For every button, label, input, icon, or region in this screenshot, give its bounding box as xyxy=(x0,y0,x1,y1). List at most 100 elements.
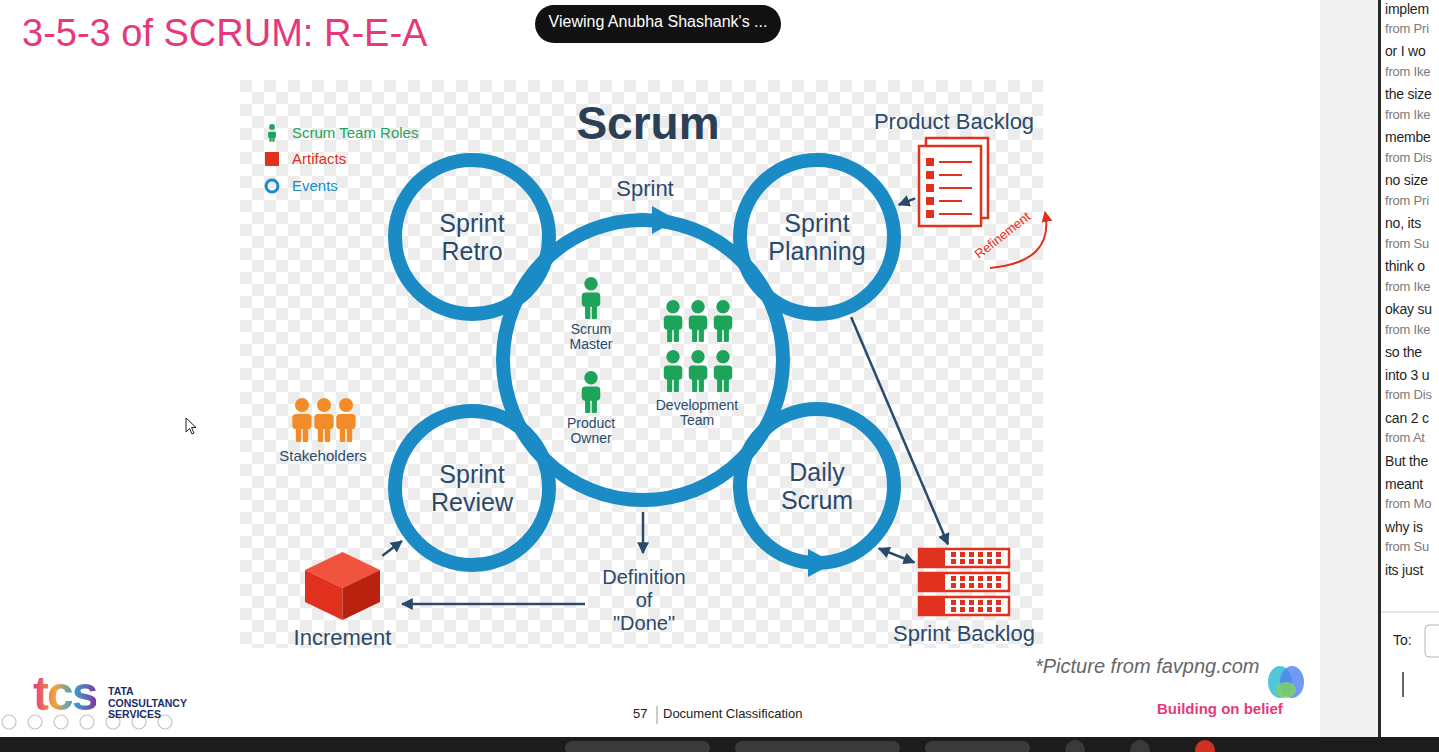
company-tagline: Building on belief xyxy=(1157,700,1283,717)
role-label: Scrum Master xyxy=(570,322,613,352)
chat-sender: from Dis xyxy=(1385,388,1432,403)
chat-message: But the xyxy=(1385,453,1428,469)
node-outline xyxy=(918,548,1010,616)
chat-sender: from Su xyxy=(1385,540,1429,555)
chat-message: think o xyxy=(1385,258,1425,274)
company-name: TATA CONSULTANCY SERVICES xyxy=(108,686,187,721)
chat-sender: from Mo xyxy=(1385,497,1431,512)
chat-message: membe xyxy=(1385,129,1431,145)
chat-sender: from Pri xyxy=(1385,22,1429,37)
mouse-pointer xyxy=(186,418,196,434)
toolbar-button xyxy=(565,741,710,752)
chat-message: so the xyxy=(1385,344,1422,360)
toolbar-button xyxy=(1130,740,1150,752)
transparent-checkerboard xyxy=(240,80,1043,648)
role-label: Development Team xyxy=(656,398,739,428)
company-logo: tcs xyxy=(33,666,96,721)
artifact-label: Product Backlog xyxy=(874,109,1034,134)
chat-sender: from Su xyxy=(1385,237,1429,252)
legend-text: Artifacts xyxy=(292,150,346,167)
meeting-toolbar xyxy=(0,737,1439,752)
cycle-arrowhead xyxy=(808,549,834,577)
backlog-icon: Product Backlog xyxy=(918,138,990,228)
developer-icon xyxy=(714,350,732,392)
developer-icon xyxy=(664,350,682,392)
flow-arrow xyxy=(402,603,585,606)
event-circle: Sprint Planning xyxy=(733,153,901,321)
stakeholder-icons xyxy=(292,398,355,442)
chat-message: can 2 c xyxy=(1385,410,1429,426)
role-label: Product Owner xyxy=(567,416,615,446)
chat-message: or I wo xyxy=(1385,43,1426,59)
leave-button xyxy=(1195,740,1215,752)
chat-sender: from Pri xyxy=(1385,194,1429,209)
legend-swatch xyxy=(264,150,280,168)
event-label: Sprint Retro xyxy=(430,209,514,265)
chat-separator xyxy=(1381,612,1439,613)
event-circle: Sprint Review xyxy=(388,404,556,572)
developer-icon xyxy=(714,300,732,342)
toolbar-button xyxy=(1065,740,1085,752)
footer-divider xyxy=(657,706,658,724)
chat-sender: from Ike xyxy=(1385,323,1430,338)
connector-arrow xyxy=(382,541,401,556)
recipient-box xyxy=(1425,625,1439,657)
developer-icon xyxy=(689,300,707,342)
connector-arrow xyxy=(879,549,914,563)
panel-divider xyxy=(1378,0,1381,737)
stakeholder-icon xyxy=(292,398,311,442)
event-label: Sprint Planning xyxy=(768,209,865,265)
artifact-label: Increment xyxy=(294,625,392,650)
chat-sender: from Dis xyxy=(1385,151,1432,166)
stakeholder-icon xyxy=(314,398,333,442)
connector-arrow xyxy=(899,198,915,204)
chat-sender: from Ike xyxy=(1385,280,1430,295)
diagram-title: Scrum xyxy=(576,97,719,150)
chat-message: its just xyxy=(1385,562,1423,578)
webex-logo xyxy=(1268,666,1304,698)
chat-message: why is xyxy=(1385,519,1423,535)
image-credit: *Picture from favpng.com xyxy=(1035,655,1260,678)
event-circle: Sprint Retro xyxy=(388,153,556,321)
page-number: 57 xyxy=(633,707,647,722)
classification-label: Document Classification xyxy=(663,707,802,722)
node-outline xyxy=(918,138,990,228)
cycle-arrowhead xyxy=(652,206,677,234)
legend-swatch xyxy=(264,124,280,142)
chat-message: okay su xyxy=(1385,301,1432,317)
event-circle: Daily Scrum xyxy=(733,402,901,570)
node-outline xyxy=(305,552,380,620)
chat-sender: from Ike xyxy=(1385,65,1430,80)
chat-sender: from At xyxy=(1385,431,1425,446)
event-label: Daily Scrum xyxy=(775,458,859,514)
legend-text: Events xyxy=(292,177,338,194)
chat-message: meant xyxy=(1385,476,1423,492)
slide-ground xyxy=(0,0,1320,737)
increment-icon: Increment xyxy=(305,552,380,620)
refinement-label: Refinement xyxy=(972,210,1034,263)
event-label: Sprint Review xyxy=(430,460,514,516)
backlog-icon: Sprint Backlog xyxy=(918,548,1010,616)
stakeholder-icon xyxy=(336,398,355,442)
legend-person xyxy=(268,124,276,142)
cycle-label: Sprint xyxy=(616,176,673,201)
scrum-master-icon xyxy=(582,277,600,319)
developer-icon xyxy=(689,350,707,392)
artifact-label: Sprint Backlog xyxy=(893,621,1035,646)
developer-icon xyxy=(664,300,682,342)
chat-message: no size xyxy=(1385,172,1428,188)
chat-message: the size xyxy=(1385,86,1432,102)
chat-message: implem xyxy=(1385,1,1429,17)
chat-sender: from Ike xyxy=(1385,108,1430,123)
viewing-banner xyxy=(535,5,781,43)
stakeholder-label: Stakeholders xyxy=(279,447,367,464)
chat-message: no, its xyxy=(1385,215,1421,231)
slide-title: 3-5-3 of SCRUM: R-E-A xyxy=(22,12,427,56)
done-label: Definition of "Done" xyxy=(602,566,685,635)
legend-swatch xyxy=(264,177,280,195)
toolbar-button xyxy=(925,741,1030,752)
flow-arrow xyxy=(642,512,645,553)
text-caret xyxy=(1402,672,1404,697)
recipient-label: To: xyxy=(1393,632,1412,648)
chat-message: into 3 u xyxy=(1385,367,1429,383)
